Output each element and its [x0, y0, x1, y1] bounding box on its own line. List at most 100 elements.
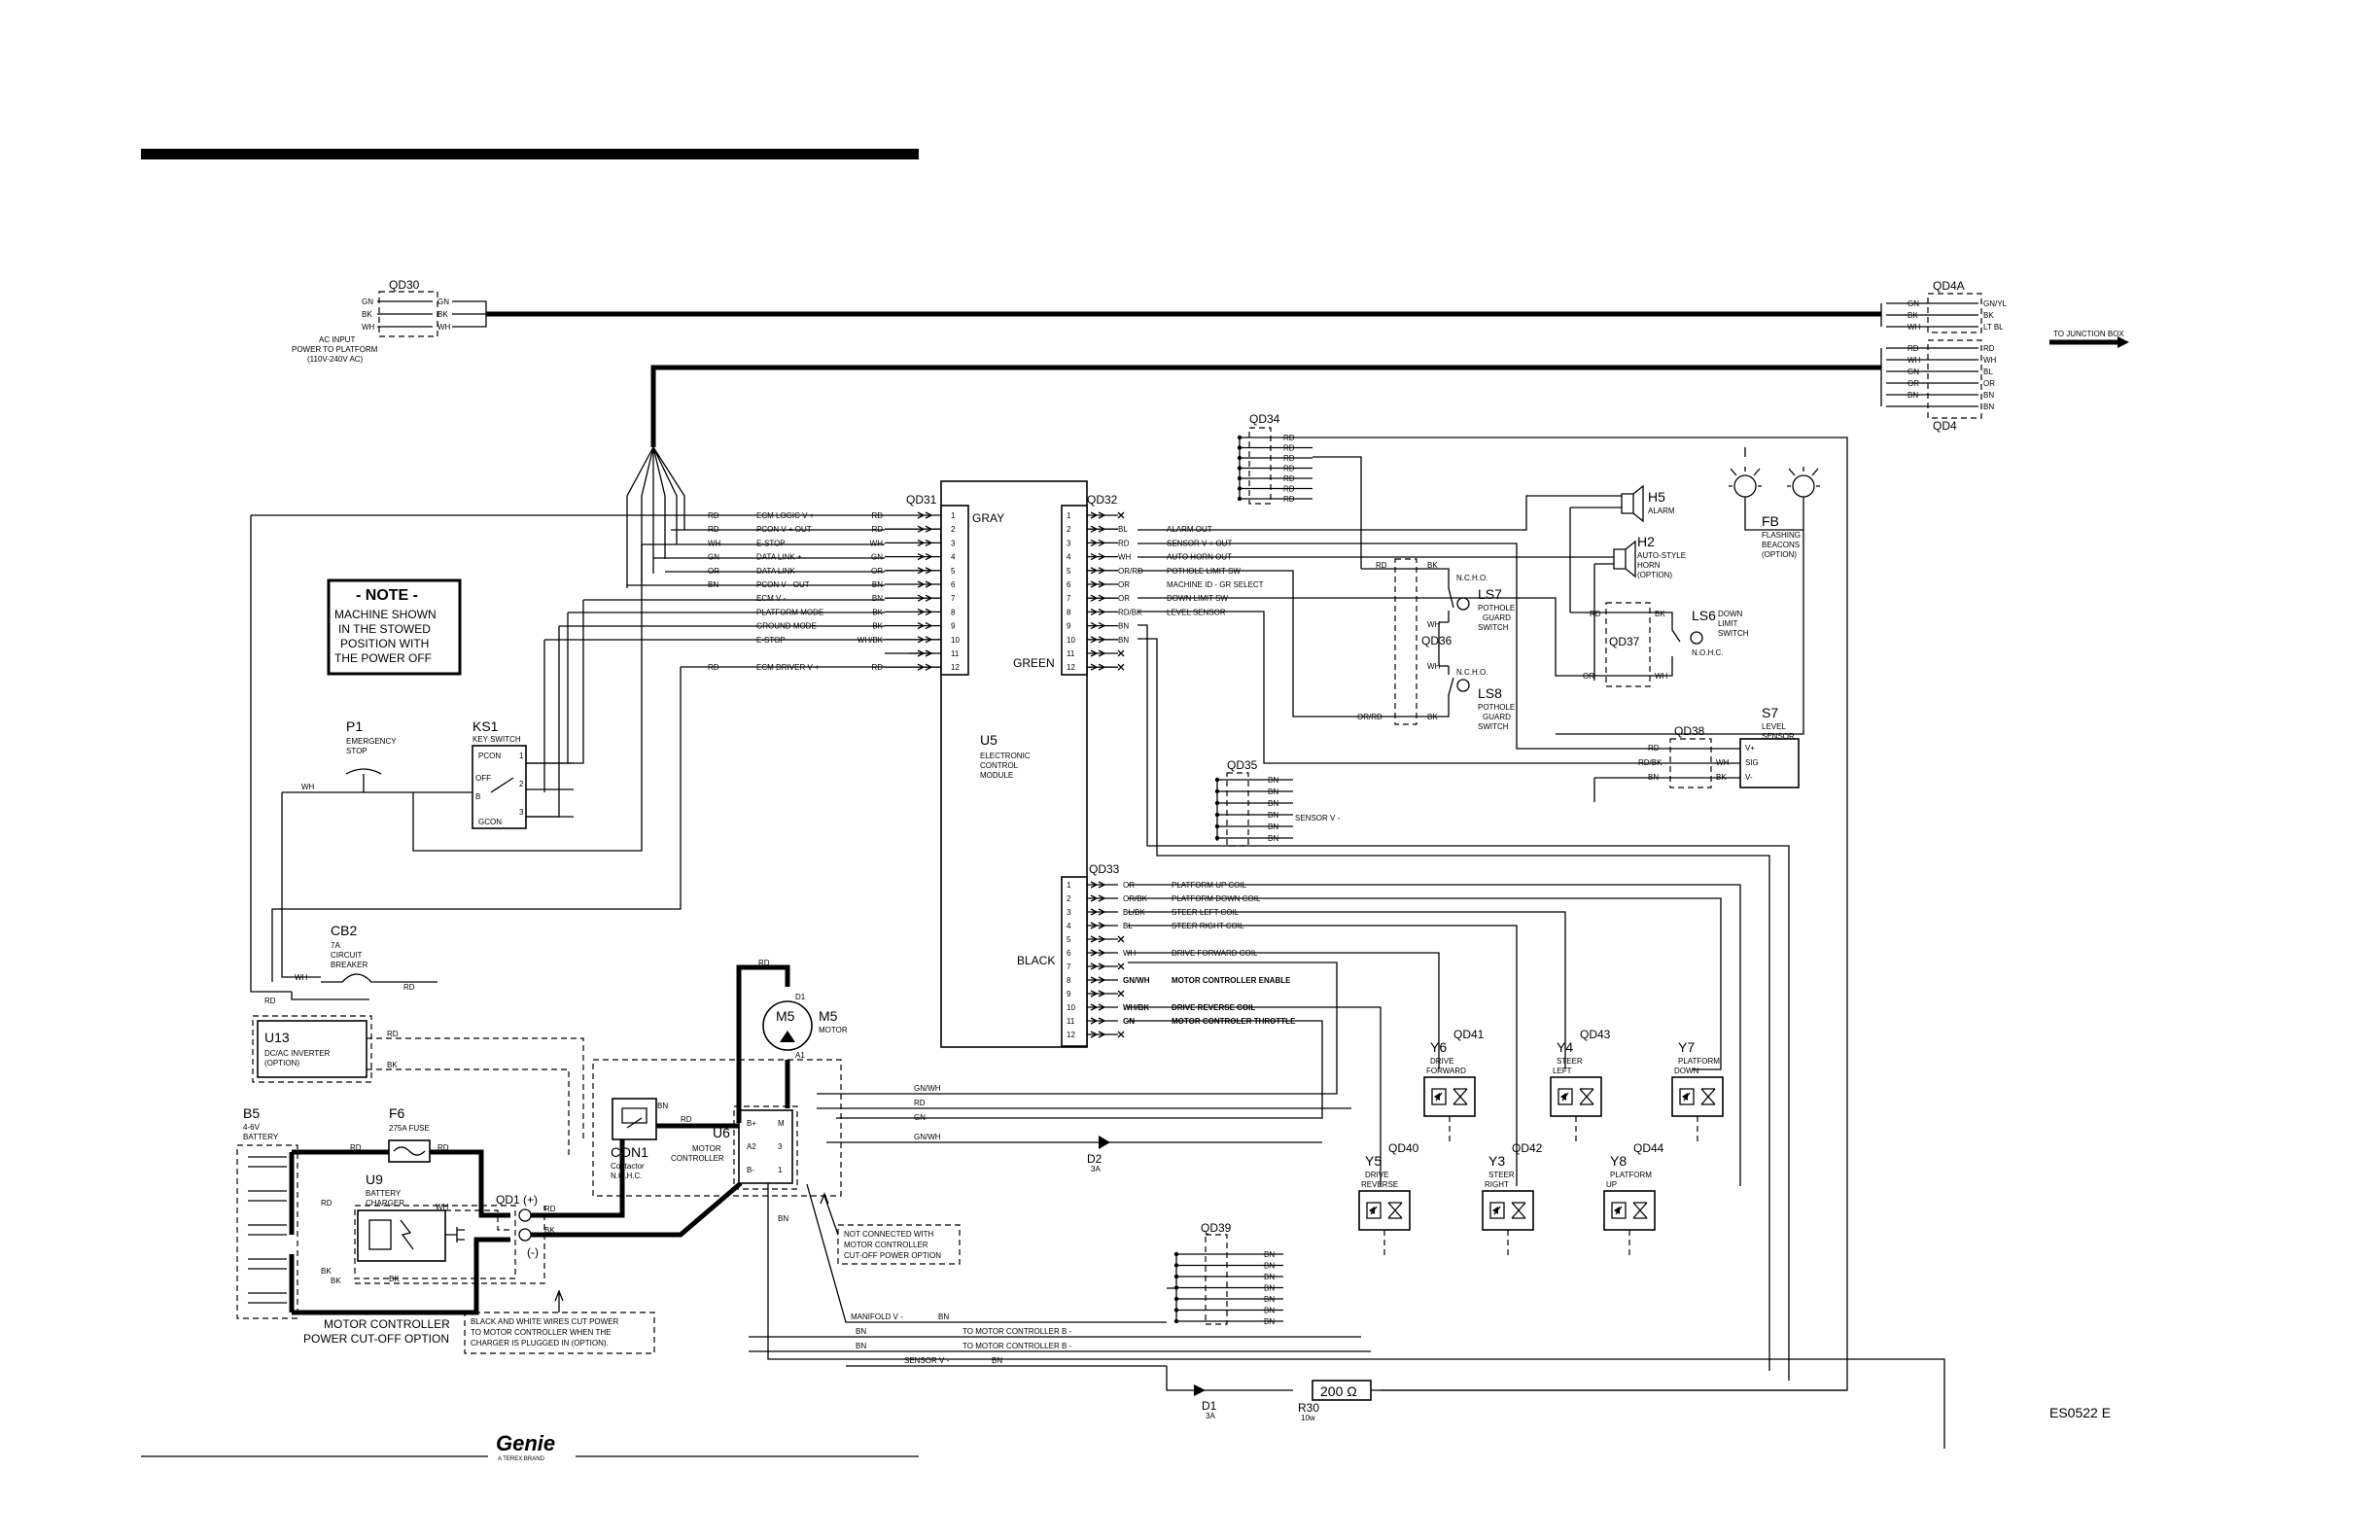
valve-body [1423, 1076, 1476, 1117]
qd35-wire-color: BN [1268, 788, 1278, 796]
valve-desc-1: STEER [1488, 1171, 1515, 1179]
svg-text:WH: WH [1983, 356, 1997, 365]
wb-tomc1: TO MOTOR CONTROLLER B - [962, 1327, 1071, 1336]
wire-gn-throttle [836, 1020, 1323, 1119]
gray-pin-number: 4 [951, 553, 956, 562]
ls8-desc-3: SWITCH [1478, 722, 1509, 731]
wire-u9-wh [445, 1209, 510, 1231]
qd30-label: QD30 [389, 278, 420, 292]
fb-id: FB [1762, 513, 1779, 529]
con1-box [612, 1098, 657, 1140]
qd39-wire-color: BN [1264, 1262, 1275, 1271]
gray-pin-signal: ECM V - [756, 594, 787, 603]
valve-id: Y8 [1610, 1153, 1627, 1169]
gray-pin-terminal [917, 567, 933, 575]
valve-id: Y5 [1365, 1153, 1382, 1169]
valve-desc-2: RIGHT [1485, 1180, 1509, 1189]
wb-bn: BN [778, 1214, 788, 1223]
u13-rd: RD [387, 1030, 399, 1038]
gray-pin-terminal [917, 608, 933, 615]
u5-black-label: BLACK [1017, 954, 1055, 967]
qd35-wire-color: BN [1268, 776, 1278, 785]
qd39-label: QD39 [1201, 1221, 1232, 1235]
green-pin-terminal [1087, 525, 1118, 533]
f6-fuse-symbol [393, 1146, 426, 1156]
u6-desc-1: MOTOR [692, 1144, 721, 1153]
gray-pin-number: 12 [951, 663, 960, 672]
note-line-4: THE POWER OFF [334, 651, 432, 665]
u5-gray-label: GRAY [972, 511, 1004, 525]
ls7-desc-1: POTHOLE [1478, 604, 1515, 612]
black-pin-number: 8 [1067, 976, 1071, 985]
qd4a-left-1: BK [1908, 311, 1918, 320]
p1-estop-symbol [282, 768, 384, 793]
p1-desc-1: EMERGENCY [346, 737, 397, 746]
qd36-connector [1394, 558, 1418, 725]
gray-pin-color-out: BN [872, 594, 883, 603]
wire-ecm-v-minus [525, 599, 885, 764]
green-pin-color: OR [1118, 580, 1130, 589]
wire-m5 [736, 964, 790, 1123]
r30-resistor [1312, 1380, 1372, 1401]
callout-cutoff-box [464, 1312, 655, 1354]
u6-pin-1: 1 [778, 1166, 783, 1174]
ls6-rd: RD [1590, 610, 1601, 618]
ls7-actuator [1456, 597, 1470, 611]
wb-manifold: MANIFOLD V - [851, 1312, 903, 1321]
f6-id: F6 [389, 1105, 405, 1121]
wire-u13 [367, 1037, 584, 1157]
junction-arrow-head [2118, 336, 2129, 348]
note-box [327, 578, 462, 676]
ls6-switch [1570, 612, 1681, 677]
wb-tomc2-bn: BN [856, 1342, 866, 1350]
gray-pin-color-out: WH [870, 539, 884, 547]
qd38-label: QD38 [1674, 724, 1705, 738]
callout-cutoff-2: TO MOTOR CONTROLLER WHEN THE [471, 1328, 611, 1337]
ks1-pin-1: 1 [519, 752, 524, 760]
qd34-wire-color: RD [1283, 444, 1295, 453]
wire-ls7-ls8 [1138, 456, 1362, 718]
svg-text:WH: WH [1908, 356, 1921, 365]
qd4a-left-0: GN [1908, 299, 1919, 308]
u9-charger-box [357, 1209, 446, 1262]
footer-tagline: A TEREX BRAND [498, 1456, 545, 1462]
svg-text:WH: WH [362, 323, 375, 332]
h2-horn-symbol [1613, 540, 1636, 578]
gray-pin-number: 5 [951, 567, 956, 576]
u13-option-outline [252, 1015, 372, 1083]
svg-text:BK: BK [438, 310, 448, 319]
ls6-id: LS6 [1692, 608, 1716, 623]
u6-pin-a2: A2 [747, 1142, 756, 1151]
u9-option-outline [354, 1205, 516, 1279]
svg-text:BL: BL [1983, 368, 1993, 376]
u6-pin-bminus: B- [747, 1166, 754, 1174]
callout-cutoff-arrow [554, 1289, 564, 1312]
u9-desc-2: CHARGER [366, 1199, 404, 1208]
r30-id: R30 [1298, 1401, 1319, 1415]
svg-text:WH: WH [438, 323, 451, 332]
wire-drive-reverse [1128, 1006, 1382, 1186]
valve-body [1603, 1190, 1656, 1231]
gray-connector [940, 505, 969, 676]
ls6-desc-2: LIMIT [1718, 619, 1738, 628]
green-pin-signal: LEVEL SENSOR [1167, 608, 1226, 616]
green-pin-color: OR [1118, 594, 1130, 603]
gray-pin-number: 9 [951, 622, 956, 631]
footer-code: ES0522 E [2049, 1405, 2111, 1420]
valves: Y6DRIVEFORWARDQD41Y4STEERLEFTQD43Y7PLATF… [1358, 1028, 1724, 1259]
green-pin-color: WH [1118, 553, 1132, 562]
green-pin-signal: DOWN LIMIT SW [1167, 594, 1228, 603]
ls6-desc-1: DOWN [1718, 610, 1743, 618]
gray-pin-terminal [917, 663, 933, 671]
h2-desc-1: AUTO-STYLE [1637, 551, 1686, 560]
cb2-id: CB2 [331, 923, 357, 938]
b5-cells [248, 1152, 295, 1312]
qd34-wire-color: RD [1283, 434, 1295, 442]
note-line-1: MACHINE SHOWN [334, 608, 437, 621]
b5-desc-2: BATTERY [243, 1133, 279, 1141]
wire-p1-ks1 [384, 544, 643, 852]
